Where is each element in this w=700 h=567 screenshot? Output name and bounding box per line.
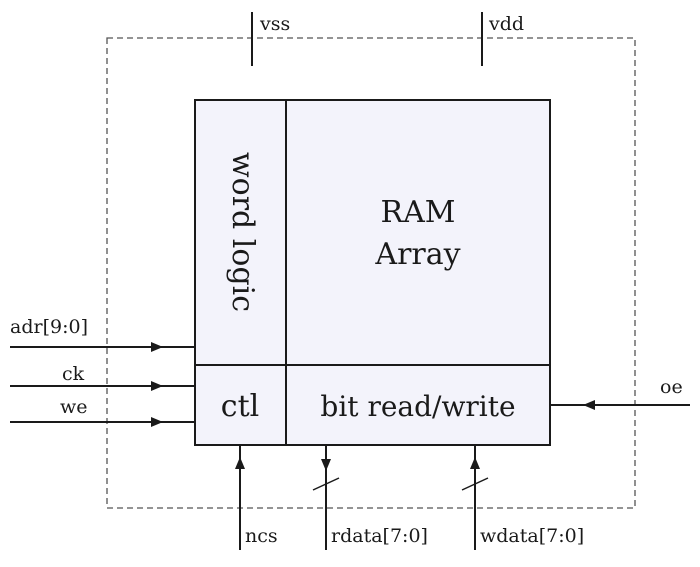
ck-label: ck [62,363,85,385]
oe-label: oe [660,376,683,398]
adr-label: adr[9:0] [10,316,88,338]
word-logic-label: word logic [225,152,260,312]
bit-read-write-block [285,364,551,446]
ctl-label: ctl [221,389,259,424]
wdata-label: wdata[7:0] [480,525,584,547]
word-logic-block [194,99,287,366]
bit-read-write-label: bit read/write [320,390,515,423]
we-label: we [60,396,88,418]
macro-boundary [106,37,636,509]
vss-label: vss [259,13,290,35]
rdata-label: rdata[7:0] [331,525,428,547]
rdata-bus-slash [312,477,340,491]
wdata-bus-slash [461,477,489,491]
vdd-label: vdd [488,13,524,35]
ncs-label: ncs [245,525,278,547]
array-label: Array [374,237,460,272]
ram-array-block [285,99,551,366]
ram-label: RAM [381,195,456,230]
